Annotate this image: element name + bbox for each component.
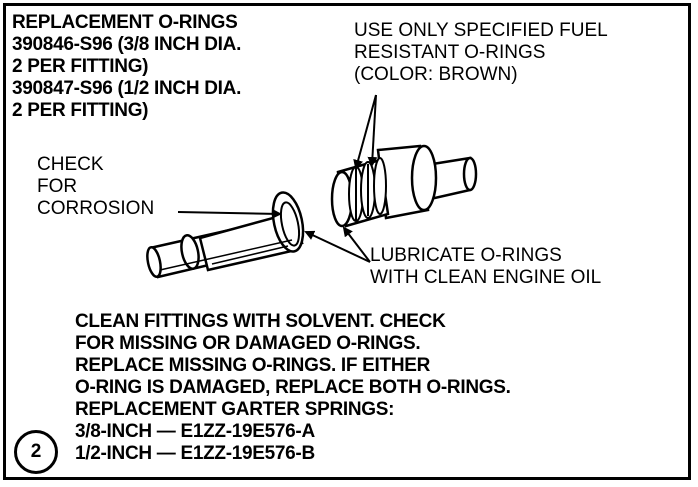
replacement-line: REPLACEMENT O-RINGS [12, 12, 238, 33]
instruction-line: CLEAN FITTINGS WITH SOLVENT. CHECK [75, 311, 446, 332]
check-corrosion-callout: CHECK FOR CORROSION [37, 154, 154, 220]
lubricate-callout: LUBRICATE O-RINGS WITH CLEAN ENGINE OIL [370, 245, 601, 289]
check-line: FOR [37, 176, 78, 197]
instruction-line: FOR MISSING OR DAMAGED O-RINGS. [75, 333, 421, 354]
left-tube-shading [159, 239, 293, 271]
instruction-line: REPLACE MISSING O-RINGS. IF EITHER [75, 355, 431, 376]
cleaning-instructions: CLEAN FITTINGS WITH SOLVENT. CHECK FOR M… [75, 311, 511, 421]
specified-line: RESISTANT O-RINGS [354, 42, 546, 63]
instruction-line: REPLACEMENT GARTER SPRINGS: [75, 399, 395, 420]
left-fuel-tube [146, 191, 305, 279]
replacement-line: 390846-S96 (3/8 INCH DIA. [12, 34, 242, 55]
check-line: CHECK [37, 154, 104, 175]
part-number-line: 1/2-INCH — E1ZZ-19E576-B [75, 443, 315, 464]
replacement-line: 390847-S96 (1/2 INCH DIA. [12, 78, 242, 99]
step-number: 2 [30, 441, 42, 462]
step-number-badge: 2 [14, 430, 58, 474]
garter-spring-part-numbers: 3/8-INCH — E1ZZ-19E576-A 1/2-INCH — E1ZZ… [75, 421, 315, 465]
specified-o-rings-callout: USE ONLY SPECIFIED FUEL RESISTANT O-RING… [354, 20, 608, 86]
lubricate-line: WITH CLEAN ENGINE OIL [370, 267, 602, 288]
replacement-o-rings-text: REPLACEMENT O-RINGS 390846-S96 (3/8 INCH… [12, 12, 241, 122]
part-number-line: 3/8-INCH — E1ZZ-19E576-A [75, 421, 315, 442]
instruction-line: O-RING IS DAMAGED, REPLACE BOTH O-RINGS. [75, 377, 511, 398]
replacement-line: 2 PER FITTING) [12, 56, 149, 77]
replacement-line: 2 PER FITTING) [12, 100, 149, 121]
specified-line: USE ONLY SPECIFIED FUEL [354, 20, 608, 41]
specified-line: (COLOR: BROWN) [354, 64, 518, 85]
o-ring-marks [355, 164, 369, 220]
lubricate-line: LUBRICATE O-RINGS [370, 245, 562, 266]
diagram-frame [3, 3, 691, 480]
check-line: CORROSION [37, 198, 155, 219]
right-fuel-fitting [330, 144, 478, 228]
leader-lines [177, 94, 378, 263]
